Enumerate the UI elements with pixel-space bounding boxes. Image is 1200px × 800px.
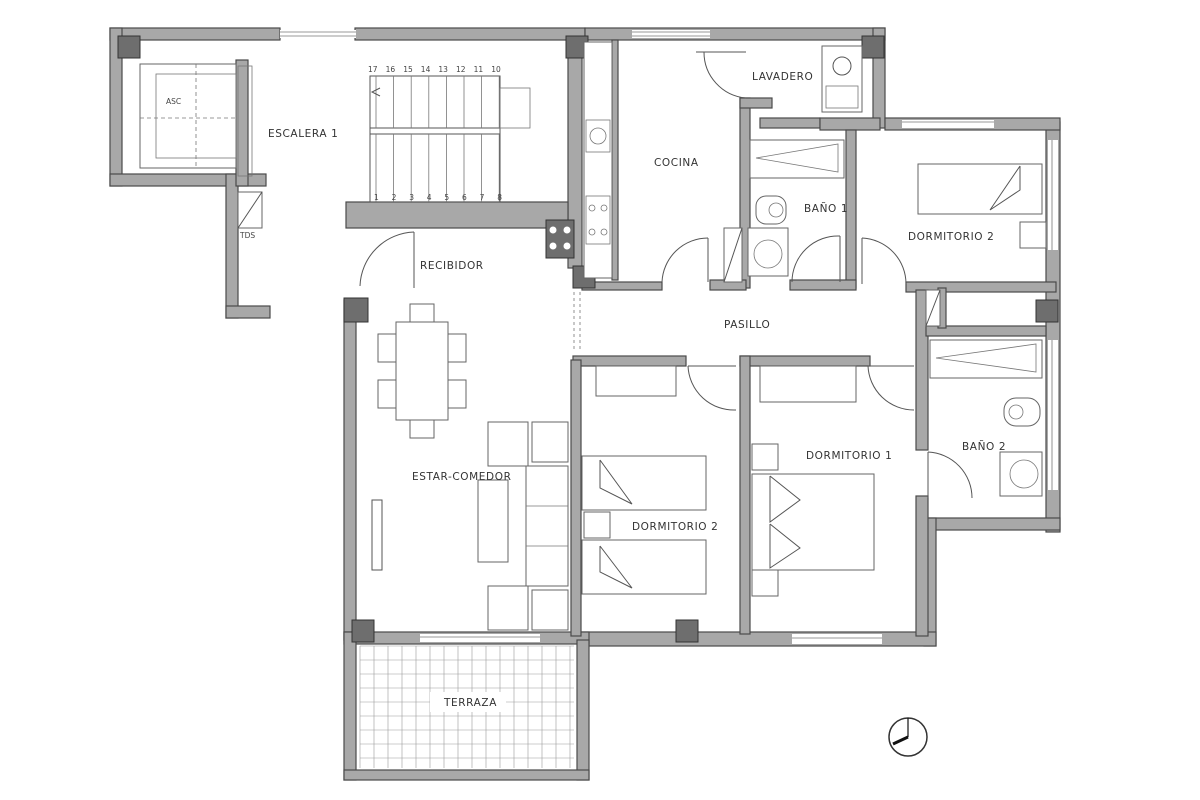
terrace-tiles: [359, 645, 574, 768]
stair-step-number: 3: [409, 193, 414, 202]
bathroom-1-fixtures: [723, 139, 845, 283]
bedroom-2-top-furniture: [917, 163, 1047, 249]
stair-step-number: 7: [480, 193, 485, 202]
doors: [359, 51, 973, 499]
stair-step-number: 2: [392, 193, 397, 202]
duct-text: TDS: [239, 231, 255, 240]
stair-step-number: 15: [403, 65, 413, 74]
elevator-text: ASC: [166, 97, 181, 106]
label-dormitorio-2-top: DORMITORIO 2: [908, 231, 994, 243]
bedroom-1-furniture: [751, 365, 875, 597]
stair-step-number: 13: [438, 65, 448, 74]
stair-top-numbers: 17 16 15 14 13 12 11 10: [368, 65, 501, 74]
label-recibidor: RECIBIDOR: [420, 260, 484, 272]
stair-treads: [375, 76, 500, 202]
stair-step-number: 12: [456, 65, 466, 74]
terrace-label-background: [430, 692, 506, 712]
label-estar-comedor: ESTAR-COMEDOR: [412, 471, 511, 483]
stair-step-number: 6: [462, 193, 467, 202]
stair-step-number: 17: [368, 65, 378, 74]
kitchen-fixtures: [545, 41, 613, 279]
laundry-fixtures: [821, 45, 863, 113]
label-pasillo: PASILLO: [724, 319, 770, 331]
interior-walls: [235, 39, 1057, 637]
label-cocina: COCINA: [654, 157, 699, 169]
stair-step-number: 11: [474, 65, 484, 74]
bedroom-2-mid-furniture: [581, 365, 707, 595]
stair-step-number: 5: [444, 193, 449, 202]
label-dormitorio-2-mid: DORMITORIO 2: [632, 521, 718, 533]
label-terraza: TERRAZA: [443, 697, 497, 709]
label-escalera: ESCALERA 1: [268, 128, 338, 140]
stair-step-number: 4: [427, 193, 432, 202]
living-dining-furniture: [377, 303, 569, 631]
duct-shaft: TDS: [237, 191, 263, 240]
bathroom-2-fixtures: [925, 289, 1043, 497]
room-labels: ESCALERA 1 COCINA LAVADERO BAÑO 1 DORMIT…: [268, 71, 1006, 709]
stair-step-number: 8: [497, 193, 502, 202]
label-lavadero: LAVADERO: [752, 71, 813, 83]
structural-pillars: [117, 35, 1059, 643]
stair-bottom-numbers: 1 2 3 4 5 6 7 8: [374, 193, 502, 202]
stair-step-number: 14: [421, 65, 431, 74]
stair-step-number: 10: [491, 65, 501, 74]
stair-step-number: 1: [374, 193, 379, 202]
north-arrow-icon: [888, 717, 928, 757]
elevator-shaft: ASC: [139, 63, 253, 177]
label-bano-1: BAÑO 1: [804, 202, 848, 215]
windows: [280, 30, 1058, 644]
label-dormitorio-1: DORMITORIO 1: [806, 450, 892, 462]
stair-step-number: 16: [386, 65, 396, 74]
label-bano-2: BAÑO 2: [962, 440, 1006, 453]
